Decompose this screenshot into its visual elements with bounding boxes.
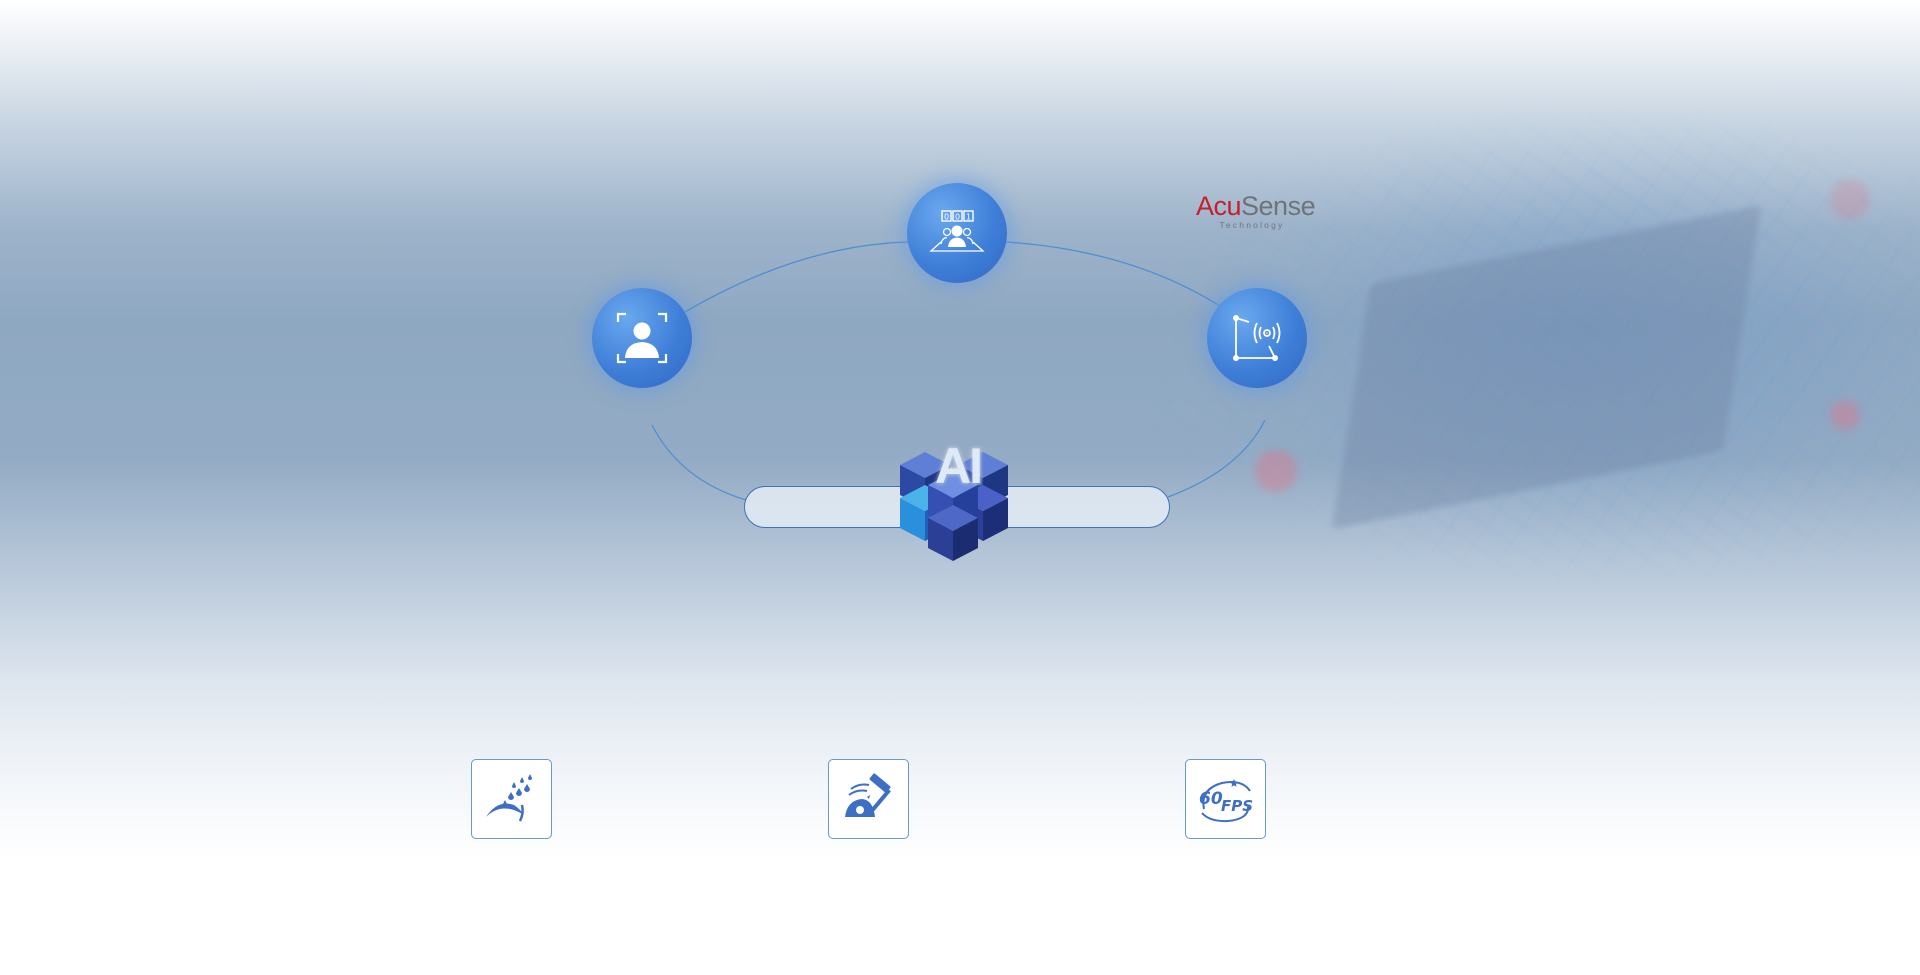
svg-text:FPS: FPS — [1221, 797, 1253, 815]
svg-text:1: 1 — [966, 213, 971, 222]
background-light-dot — [1830, 400, 1860, 430]
svg-text:0: 0 — [955, 213, 960, 222]
ai-cube-icon — [900, 452, 1008, 561]
vandal-proof-feature — [828, 759, 909, 839]
brand-name: AcuSense — [1196, 191, 1316, 221]
background-light-dot — [1830, 180, 1870, 220]
ai-label: AI — [935, 438, 983, 494]
svg-text:0: 0 — [944, 213, 949, 222]
brand-tagline: Technology — [1219, 220, 1285, 230]
background-light-dot — [1255, 450, 1297, 492]
svg-text:60: 60 — [1199, 789, 1223, 809]
vandal-proof-hammer-icon — [844, 773, 891, 817]
people-counting-node: 0 0 1 — [907, 183, 1007, 283]
people-counting-icon: 0 0 1 — [929, 210, 985, 252]
brand-name-sense: Sense — [1241, 191, 1316, 221]
frame-rate-feature: 60 FPS — [1185, 759, 1266, 839]
perimeter-protection-node — [1207, 288, 1307, 388]
weatherproof-rain-icon — [485, 774, 532, 822]
hero-background — [0, 0, 1920, 860]
60-fps-icon: 60 FPS — [1199, 779, 1253, 823]
face-capture-icon — [616, 312, 668, 364]
weatherproof-feature — [471, 759, 552, 839]
face-capture-node — [592, 288, 692, 388]
perimeter-signal-icon — [1233, 315, 1281, 361]
acusense-logo: AcuSense Technology — [1196, 191, 1316, 230]
brand-name-acu: Acu — [1196, 191, 1242, 221]
